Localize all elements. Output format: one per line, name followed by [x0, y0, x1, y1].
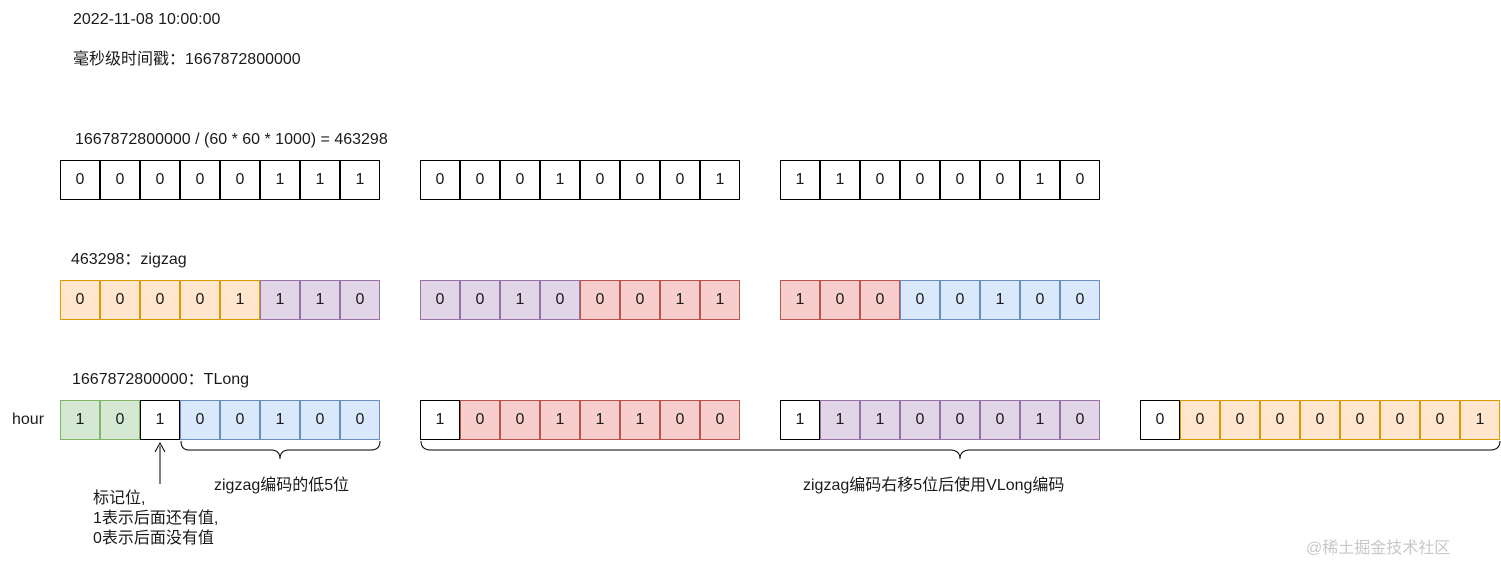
bit-cell: 0 [1060, 400, 1100, 440]
formula-text: 1667872800000 / (60 * 60 * 1000) = 46329… [75, 131, 388, 148]
bit-cell: 0 [100, 400, 140, 440]
bit-cell: 0 [1020, 280, 1060, 320]
bit-cell: 1 [540, 160, 580, 200]
bit-cell: 1 [260, 400, 300, 440]
bit-cell: 0 [60, 160, 100, 200]
flag-note-line-2: 1表示后面还有值, [93, 510, 219, 527]
flag-note-line-1: 标记位, [93, 490, 146, 507]
bit-cell: 0 [820, 280, 860, 320]
bit-cell: 0 [1420, 400, 1460, 440]
bit-cell: 1 [700, 160, 740, 200]
bit-cell: 1 [140, 400, 180, 440]
bit-cell: 0 [900, 280, 940, 320]
bit-cell: 0 [620, 280, 660, 320]
flag-note: 标记位, 1表示后面还有值, 0表示后面没有值 [93, 489, 218, 549]
bit-cell: 0 [1060, 280, 1100, 320]
bit-cell: 0 [500, 400, 540, 440]
timestamp-text: 毫秒级时间戳：1667872800000 [73, 51, 301, 68]
bit-cell: 0 [580, 280, 620, 320]
bit-cell: 1 [980, 280, 1020, 320]
vlong-brace [420, 440, 1501, 460]
bit-cell: 0 [1260, 400, 1300, 440]
bit-cell: 0 [220, 160, 260, 200]
bit-cell: 0 [1140, 400, 1180, 440]
bit-cell: 1 [420, 400, 460, 440]
bit-cell: 0 [980, 160, 1020, 200]
bit-cell: 1 [860, 400, 900, 440]
bit-cell: 0 [420, 280, 460, 320]
bit-cell: 1 [300, 160, 340, 200]
flag-arrow-head [154, 441, 166, 453]
bit-cell: 1 [780, 280, 820, 320]
zigzag-label: 463298：zigzag [71, 251, 187, 268]
bit-cell: 0 [900, 400, 940, 440]
bit-cell: 0 [180, 160, 220, 200]
bit-cell: 1 [500, 280, 540, 320]
bit-cell: 0 [1180, 400, 1220, 440]
bit-cell: 0 [700, 400, 740, 440]
bit-cell: 0 [420, 160, 460, 200]
low5-annotation: zigzag编码的低5位 [214, 477, 350, 494]
bit-cell: 0 [460, 400, 500, 440]
bit-cell: 0 [900, 160, 940, 200]
bit-cell: 1 [820, 400, 860, 440]
bit-cell: 1 [300, 280, 340, 320]
bit-cell: 0 [540, 280, 580, 320]
bit-cell: 0 [140, 160, 180, 200]
hour-label: hour [12, 411, 45, 428]
bit-cell: 0 [1380, 400, 1420, 440]
vlong-annotation: zigzag编码右移5位后使用VLong编码 [803, 477, 1065, 494]
bit-cell: 0 [1060, 160, 1100, 200]
bit-cell: 0 [940, 400, 980, 440]
bit-cell: 0 [300, 400, 340, 440]
bit-cell: 1 [700, 280, 740, 320]
bit-cell: 0 [140, 280, 180, 320]
bit-cell: 1 [620, 400, 660, 440]
bit-cell: 0 [660, 400, 700, 440]
watermark: @稀土掘金技术社区 [1306, 540, 1451, 557]
bit-cell: 1 [820, 160, 860, 200]
bit-cell: 0 [340, 280, 380, 320]
bit-cell: 0 [1300, 400, 1340, 440]
bit-cell: 1 [1020, 160, 1060, 200]
bit-cell: 0 [860, 160, 900, 200]
bit-cell: 1 [780, 160, 820, 200]
bit-cell: 1 [540, 400, 580, 440]
bit-cell: 1 [1020, 400, 1060, 440]
bit-cell: 0 [980, 400, 1020, 440]
bit-cell: 1 [580, 400, 620, 440]
bit-cell: 0 [660, 160, 700, 200]
bit-cell: 0 [500, 160, 540, 200]
bit-cell: 1 [340, 160, 380, 200]
bit-cell: 0 [1340, 400, 1380, 440]
bit-cell: 0 [180, 280, 220, 320]
bit-cell: 0 [460, 160, 500, 200]
bit-cell: 1 [1460, 400, 1500, 440]
bit-cell: 0 [100, 280, 140, 320]
bit-cell: 1 [60, 400, 100, 440]
bit-cell: 1 [220, 280, 260, 320]
bit-cell: 0 [580, 160, 620, 200]
bit-cell: 0 [860, 280, 900, 320]
bit-cell: 0 [940, 160, 980, 200]
low5-brace [180, 440, 381, 460]
bit-cell: 0 [100, 160, 140, 200]
bit-cell: 0 [940, 280, 980, 320]
datetime-text: 2022-11-08 10:00:00 [73, 11, 221, 28]
bit-cell: 0 [180, 400, 220, 440]
bit-cell: 1 [260, 280, 300, 320]
bit-cell: 0 [620, 160, 660, 200]
bit-cell: 1 [660, 280, 700, 320]
flag-note-line-3: 0表示后面没有值 [93, 530, 214, 547]
bit-cell: 0 [1220, 400, 1260, 440]
bit-cell: 1 [780, 400, 820, 440]
bit-cell: 0 [460, 280, 500, 320]
tlong-label: 1667872800000：TLong [72, 371, 250, 388]
bit-cell: 1 [260, 160, 300, 200]
bit-cell: 0 [60, 280, 100, 320]
bit-cell: 0 [340, 400, 380, 440]
bit-cell: 0 [220, 400, 260, 440]
